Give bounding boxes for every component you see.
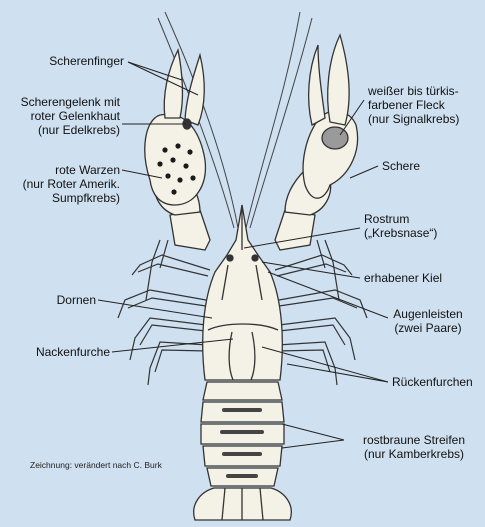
label-kiel: erhabener Kiel (364, 271, 482, 285)
left-claw (145, 50, 210, 250)
label-rueckenfurchen: Rückenfurchen (392, 375, 484, 389)
label-dornen: Dornen (40, 293, 96, 307)
label-fleck: weißer bis türkis- farbener Fleck (nur S… (368, 84, 483, 126)
label-nackenfurche: Nackenfurche (20, 345, 110, 359)
label-schere: Schere (382, 159, 452, 173)
right-claw (275, 35, 358, 250)
walking-legs-left (118, 240, 210, 385)
drawing-credit: Zeichnung: verändert nach C. Burk (30, 458, 210, 472)
abdomen (194, 382, 292, 520)
label-augenleisten: Augenleisten (zwei Paare) (376, 307, 480, 335)
carapace (203, 205, 283, 380)
label-scherengelenk: Scherengelenk mit roter Gelenkhaut (nur … (2, 95, 120, 137)
label-rostrum: Rostrum („Krebsnase“) (364, 212, 474, 240)
label-scherenfinger: Scherenfinger (30, 54, 124, 68)
label-rote-warzen: rote Warzen (nur Roter Amerik. Sumpfkreb… (2, 163, 120, 205)
label-streifen: rostbraune Streifen (nur Kamberkrebs) (348, 433, 480, 461)
